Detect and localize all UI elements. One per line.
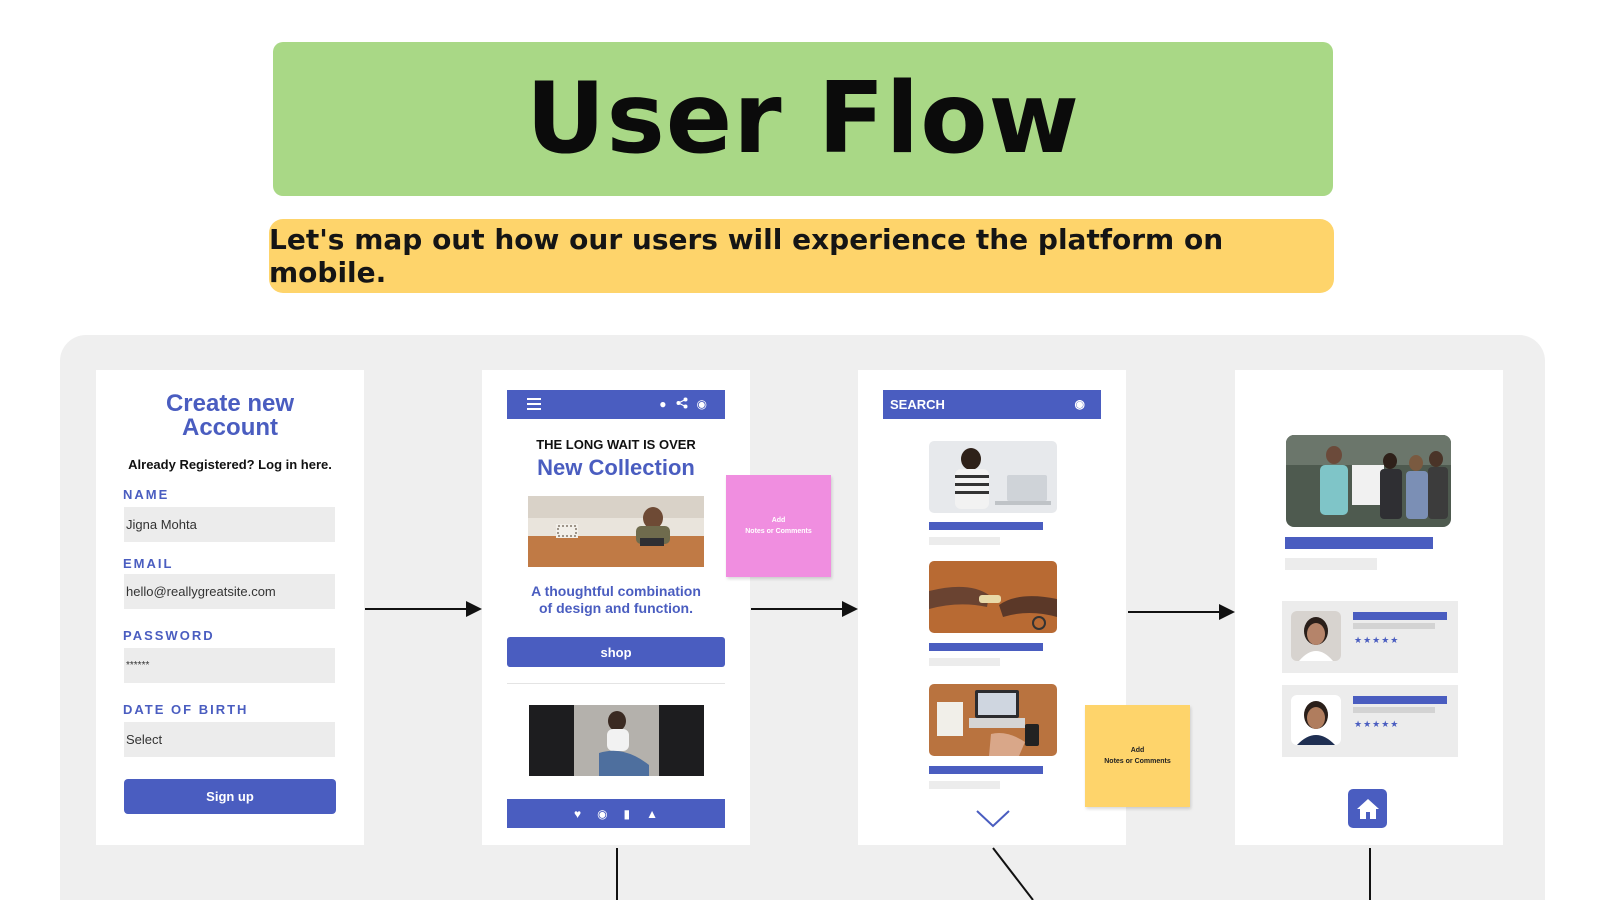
- collection-tagline: A thoughtful combination of design and f…: [531, 583, 701, 616]
- result-photo-laptop-woman[interactable]: [929, 441, 1057, 513]
- collection-kicker: THE LONG WAIT IS OVER: [536, 437, 696, 452]
- page-title: User Flow: [525, 62, 1081, 176]
- product-photo-woman-sitting: [529, 705, 704, 776]
- dob-label: DATE OF BIRTH: [123, 702, 249, 717]
- email-label: EMAIL: [123, 556, 174, 571]
- bell-icon[interactable]: ●: [659, 397, 667, 411]
- review-text-bar: [1353, 707, 1435, 713]
- review-card[interactable]: ★★★★★: [1282, 601, 1458, 673]
- result-title-bar: [929, 643, 1043, 651]
- result-subtitle-bar: [929, 537, 1000, 545]
- star-rating: ★★★★★: [1354, 719, 1400, 729]
- collection-bottombar: ♥ ◉ ▮ ▲: [507, 799, 725, 828]
- sticky-note-pink[interactable]: Add Notes or Comments: [726, 475, 831, 577]
- collection-heading: New Collection: [537, 455, 695, 480]
- avatar: [1291, 611, 1341, 661]
- result-photo-desk-laptop[interactable]: [929, 684, 1057, 756]
- title-banner: User Flow: [273, 42, 1333, 196]
- review-text-bar: [1353, 623, 1435, 629]
- heart-icon[interactable]: ♥: [573, 806, 582, 821]
- menu-icon[interactable]: [527, 398, 541, 410]
- collection-topbar: ● ◉: [507, 390, 725, 419]
- settings-icon[interactable]: ◉: [1074, 397, 1085, 411]
- divider: [507, 683, 725, 684]
- password-field[interactable]: ******: [124, 648, 335, 683]
- product-photo-workspace: [528, 496, 704, 567]
- settings-icon[interactable]: ◉: [696, 397, 707, 411]
- team-meeting-photo: [1286, 435, 1451, 527]
- result-subtitle-bar: [929, 781, 1000, 789]
- name-label: NAME: [123, 487, 170, 502]
- review-card[interactable]: ★★★★★: [1282, 685, 1458, 757]
- result-title-bar: [929, 522, 1043, 530]
- review-title-bar: [1353, 612, 1447, 620]
- share-icon[interactable]: [676, 397, 688, 412]
- chevron-down-icon[interactable]: [976, 810, 1010, 828]
- password-label: PASSWORD: [123, 628, 215, 643]
- review-title-bar: [1353, 696, 1447, 704]
- connector-down-search: [992, 847, 1034, 900]
- home-button[interactable]: [1348, 789, 1387, 828]
- sticky-note-yellow[interactable]: Add Notes or Comments: [1085, 705, 1190, 807]
- page-subtitle: Let's map out how our users will experie…: [269, 223, 1224, 289]
- chat-icon[interactable]: ▮: [623, 806, 631, 821]
- signup-screen: Create new Account Already Registered? L…: [96, 370, 364, 845]
- profile-subtitle-bar: [1285, 558, 1377, 570]
- avatar: [1291, 695, 1341, 745]
- star-rating: ★★★★★: [1354, 635, 1400, 645]
- search-screen: SEARCH ◉: [858, 370, 1126, 845]
- search-bar[interactable]: SEARCH ◉: [883, 390, 1101, 419]
- profile-title-bar: [1285, 537, 1433, 549]
- collection-screen: ● ◉ THE LONG WAIT IS OVER New Collection: [482, 370, 750, 845]
- name-field[interactable]: Jigna Mohta: [124, 507, 335, 542]
- home-icon: [1356, 798, 1379, 819]
- profile-screen: ★★★★★ ★★★★★: [1235, 370, 1503, 845]
- signup-heading: Create new Account: [165, 390, 295, 441]
- search-label: SEARCH: [890, 397, 945, 412]
- bell-icon[interactable]: ▲: [646, 806, 659, 821]
- signup-button[interactable]: Sign up: [124, 779, 336, 814]
- result-subtitle-bar: [929, 658, 1000, 666]
- subtitle-banner: Let's map out how our users will experie…: [269, 219, 1334, 293]
- email-field[interactable]: hello@reallygreatsite.com: [124, 574, 335, 609]
- shop-button[interactable]: shop: [507, 637, 725, 667]
- result-photo-hands[interactable]: [929, 561, 1057, 633]
- result-title-bar: [929, 766, 1043, 774]
- login-link[interactable]: Already Registered? Log in here.: [128, 457, 332, 472]
- dob-select[interactable]: Select: [124, 722, 335, 757]
- settings-icon[interactable]: ◉: [597, 806, 608, 821]
